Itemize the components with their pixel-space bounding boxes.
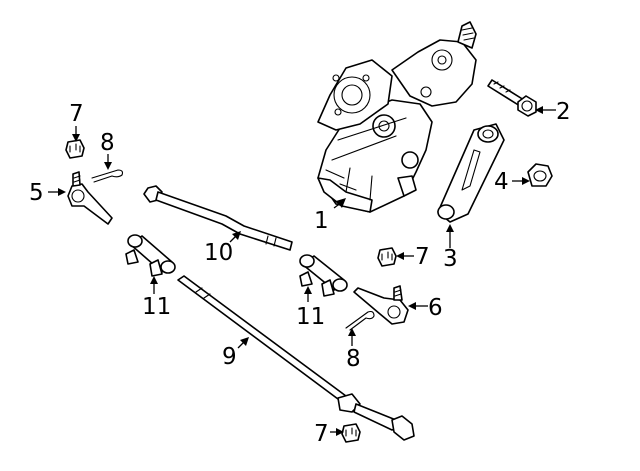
arrowhead-8a <box>104 162 112 170</box>
arrowhead-7a <box>72 134 80 142</box>
nut <box>527 163 553 187</box>
adjusting-sleeve-right <box>299 254 348 297</box>
callout-10: 10 <box>204 240 233 266</box>
callout-7-top: 7 <box>69 101 84 127</box>
pitman-arm <box>437 123 505 223</box>
cotter-pin-top <box>91 169 124 183</box>
castle-nut-bottom <box>341 423 361 443</box>
callout-11-right: 11 <box>296 304 325 330</box>
leader-lines <box>48 106 556 436</box>
arrowhead-10 <box>232 231 241 240</box>
arrowhead-7b <box>396 252 404 260</box>
tie-rod-end-left <box>67 171 113 225</box>
callout-7-bottom: 7 <box>314 421 329 447</box>
tie-rod <box>143 185 293 251</box>
drag-link <box>177 275 415 441</box>
callout-8-bottom: 8 <box>346 346 361 372</box>
cotter-pin-bottom <box>345 310 375 331</box>
castle-nut-middle <box>377 247 397 267</box>
arrowhead-4 <box>522 177 530 185</box>
callout-6: 6 <box>428 295 443 321</box>
arrowhead-8b <box>348 328 356 336</box>
arrowhead-11a <box>150 276 158 284</box>
callout-2: 2 <box>556 99 571 125</box>
arrowhead-6 <box>408 302 416 310</box>
callout-1: 1 <box>314 208 329 234</box>
arrowhead-3 <box>446 224 454 232</box>
castle-nut-top-left <box>65 139 85 159</box>
callout-7-middle: 7 <box>415 244 430 270</box>
arrowhead-11b <box>304 286 312 294</box>
callout-4: 4 <box>494 169 509 195</box>
callout-5: 5 <box>29 180 44 206</box>
bolt <box>487 79 537 117</box>
arrowhead-9 <box>240 337 249 346</box>
callout-11-left: 11 <box>142 294 171 320</box>
callout-labels: 1 2 3 4 5 6 7 7 7 8 8 9 10 11 11 <box>29 99 571 447</box>
callout-8-top: 8 <box>100 130 115 156</box>
arrowhead-1 <box>336 198 346 208</box>
arrowhead-5 <box>58 188 66 196</box>
callout-3: 3 <box>443 246 458 272</box>
steering-gear-box <box>317 21 477 213</box>
callout-9: 9 <box>222 344 237 370</box>
tie-rod-end-right <box>353 285 409 325</box>
arrowhead-7c <box>336 428 344 436</box>
arrowhead-2 <box>535 106 543 114</box>
adjusting-sleeve-left <box>125 234 176 277</box>
